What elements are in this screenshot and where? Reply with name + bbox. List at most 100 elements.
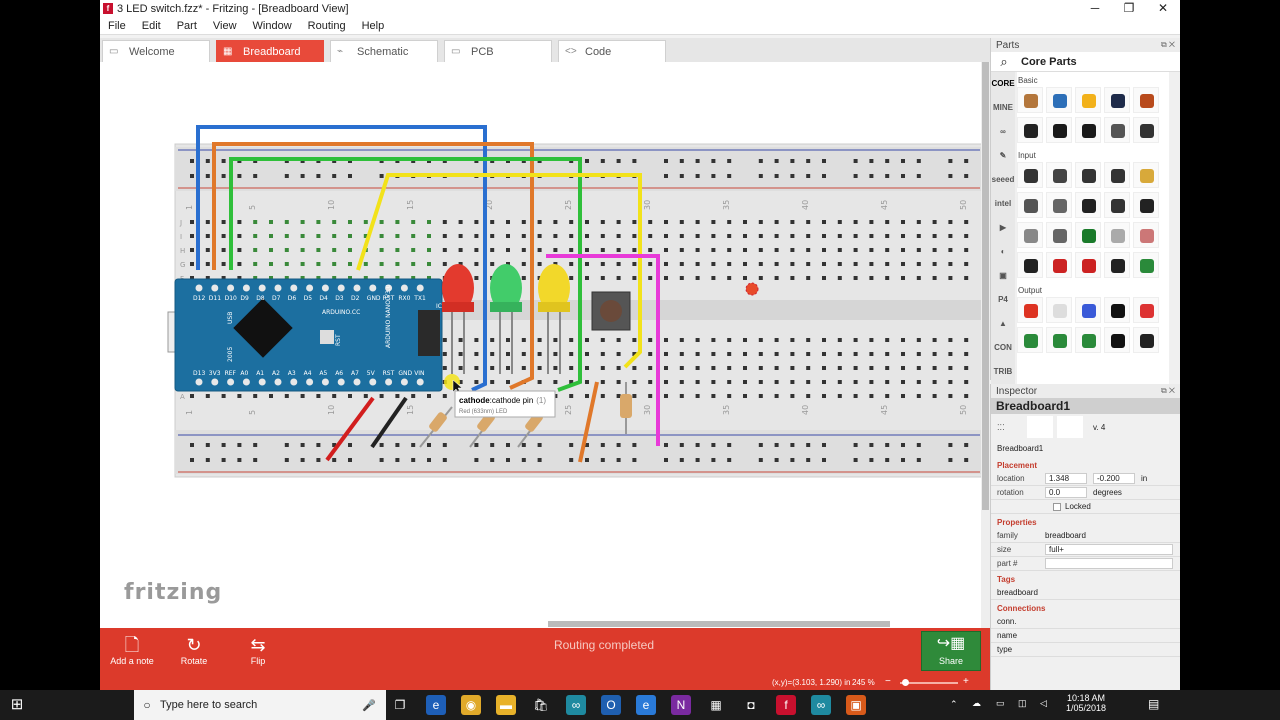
microphone-icon[interactable]: 🎤 [362,699,376,712]
wire-black[interactable] [370,396,408,449]
nano-pin[interactable] [337,284,345,292]
nano-pin[interactable] [400,378,408,386]
location-x-input[interactable]: 1.348 [1045,473,1087,484]
part-item[interactable] [1017,192,1043,218]
close-button[interactable]: ✕ [1157,1,1169,15]
part-item[interactable] [1133,192,1159,218]
part-item[interactable] [1046,117,1072,143]
internet-explorer-icon[interactable]: e [636,695,656,715]
nano-pin[interactable] [242,284,250,292]
edge-icon[interactable]: e [426,695,446,715]
part-item[interactable] [1017,297,1043,323]
panel-float-close-icon[interactable]: ⧉ ✕ [1160,386,1175,395]
chrome-icon[interactable]: ◉ [461,695,481,715]
nano-pin[interactable] [274,284,282,292]
menu-routing[interactable]: Routing [307,19,346,32]
nano-pin[interactable] [258,284,266,292]
led-red[interactable] [442,264,474,374]
parts-bin-tab[interactable]: intel [994,199,1012,208]
part-item[interactable] [1104,117,1130,143]
nano-pin[interactable] [274,378,282,386]
menu-help[interactable]: Help [361,19,385,32]
part-item[interactable] [1133,297,1159,323]
resistor-1[interactable] [419,406,453,448]
nano-pin[interactable] [227,378,235,386]
breadboard-scene[interactable]: 1155101015152020252530303535404045455050… [100,62,988,628]
zoom-slider[interactable] [900,679,958,686]
part-item[interactable] [1046,327,1072,353]
nano-pin[interactable] [416,284,424,292]
part-item[interactable] [1017,327,1043,353]
tray-battery-icon[interactable]: ▭ [996,698,1005,708]
flip-button[interactable]: ⇆Flip [228,634,288,666]
task-view-icon[interactable]: ❐ [394,698,406,712]
part-item[interactable] [1104,252,1130,278]
part-item[interactable] [1075,327,1101,353]
windows-start-icon[interactable]: ⊞ [10,696,24,713]
nano-pin[interactable] [353,284,361,292]
wire-orange[interactable] [212,142,534,390]
panel-float-close-icon[interactable]: ⧉ ✕ [1160,40,1175,49]
nano-pin[interactable] [290,284,298,292]
nano-pin[interactable] [227,284,235,292]
locked-checkbox[interactable] [1053,502,1061,511]
outlook-icon[interactable]: O [601,695,621,715]
menu-view[interactable]: View [212,19,237,32]
file-explorer-icon[interactable]: ▬ [496,695,516,715]
rotation-input[interactable]: 0.0 [1045,487,1087,498]
location-y-input[interactable]: -0.200 [1093,473,1135,484]
part-item[interactable] [1104,297,1130,323]
led-yellow[interactable] [538,264,570,374]
menu-edit[interactable]: Edit [141,19,161,32]
part-item[interactable] [1046,192,1072,218]
canvas-horizontal-scrollbar[interactable] [548,621,890,627]
nano-pin[interactable] [290,378,298,386]
part-item[interactable] [1046,252,1072,278]
part-item[interactable] [1104,162,1130,188]
zoom-slider-knob[interactable] [902,679,909,686]
part-item[interactable] [1075,117,1101,143]
tray-chevron-icon[interactable]: ⌃ [950,699,958,709]
nano-pin[interactable] [321,284,329,292]
part-item[interactable] [1075,162,1101,188]
maximize-button[interactable]: ❐ [1123,1,1135,15]
led-green[interactable] [490,264,522,374]
tab-schematic[interactable]: ⌁Schematic [330,40,438,62]
parts-bin-tab[interactable]: P4 [998,295,1008,304]
parts-bin-tab[interactable]: ▣ [999,271,1007,280]
zoom-in-button[interactable]: + [963,676,969,687]
nano-pin[interactable] [306,378,314,386]
tab-welcome[interactable]: ▭Welcome [102,40,210,62]
part-item[interactable] [1133,252,1159,278]
part-item[interactable] [1017,117,1043,143]
part-item[interactable] [1104,87,1130,113]
arduino-icon-2[interactable]: ∞ [811,695,831,715]
tab-pcb[interactable]: ▭PCB [444,40,552,62]
part-item[interactable] [1104,222,1130,248]
pushbutton[interactable] [591,291,631,331]
taskbar-search[interactable]: ○Type here to search🎤 [134,690,386,720]
part-item[interactable] [1017,252,1043,278]
nano-pin[interactable] [321,378,329,386]
nano-pin[interactable] [400,284,408,292]
nano-pin[interactable] [195,284,203,292]
wire-blue[interactable] [196,125,487,392]
part-item[interactable] [1075,297,1101,323]
parts-bin-tab[interactable]: ◐ [1000,247,1006,256]
nano-pin[interactable] [306,284,314,292]
menu-window[interactable]: Window [252,19,292,32]
arduino-icon[interactable]: ∞ [566,695,586,715]
wire-yellow[interactable] [356,173,642,369]
nano-pin[interactable] [242,378,250,386]
nano-pin[interactable] [416,378,424,386]
nano-pin[interactable] [211,378,219,386]
part-item[interactable] [1104,192,1130,218]
wire-green[interactable] [229,157,582,392]
part-item[interactable] [1075,192,1101,218]
parts-bin-tab[interactable]: ✎ [999,151,1007,160]
minimize-button[interactable]: ─ [1090,1,1100,15]
menu-file[interactable]: File [108,19,126,32]
wire-red[interactable] [325,396,375,462]
zoom-out-button[interactable]: − [885,676,891,687]
part-item[interactable] [1017,162,1043,188]
